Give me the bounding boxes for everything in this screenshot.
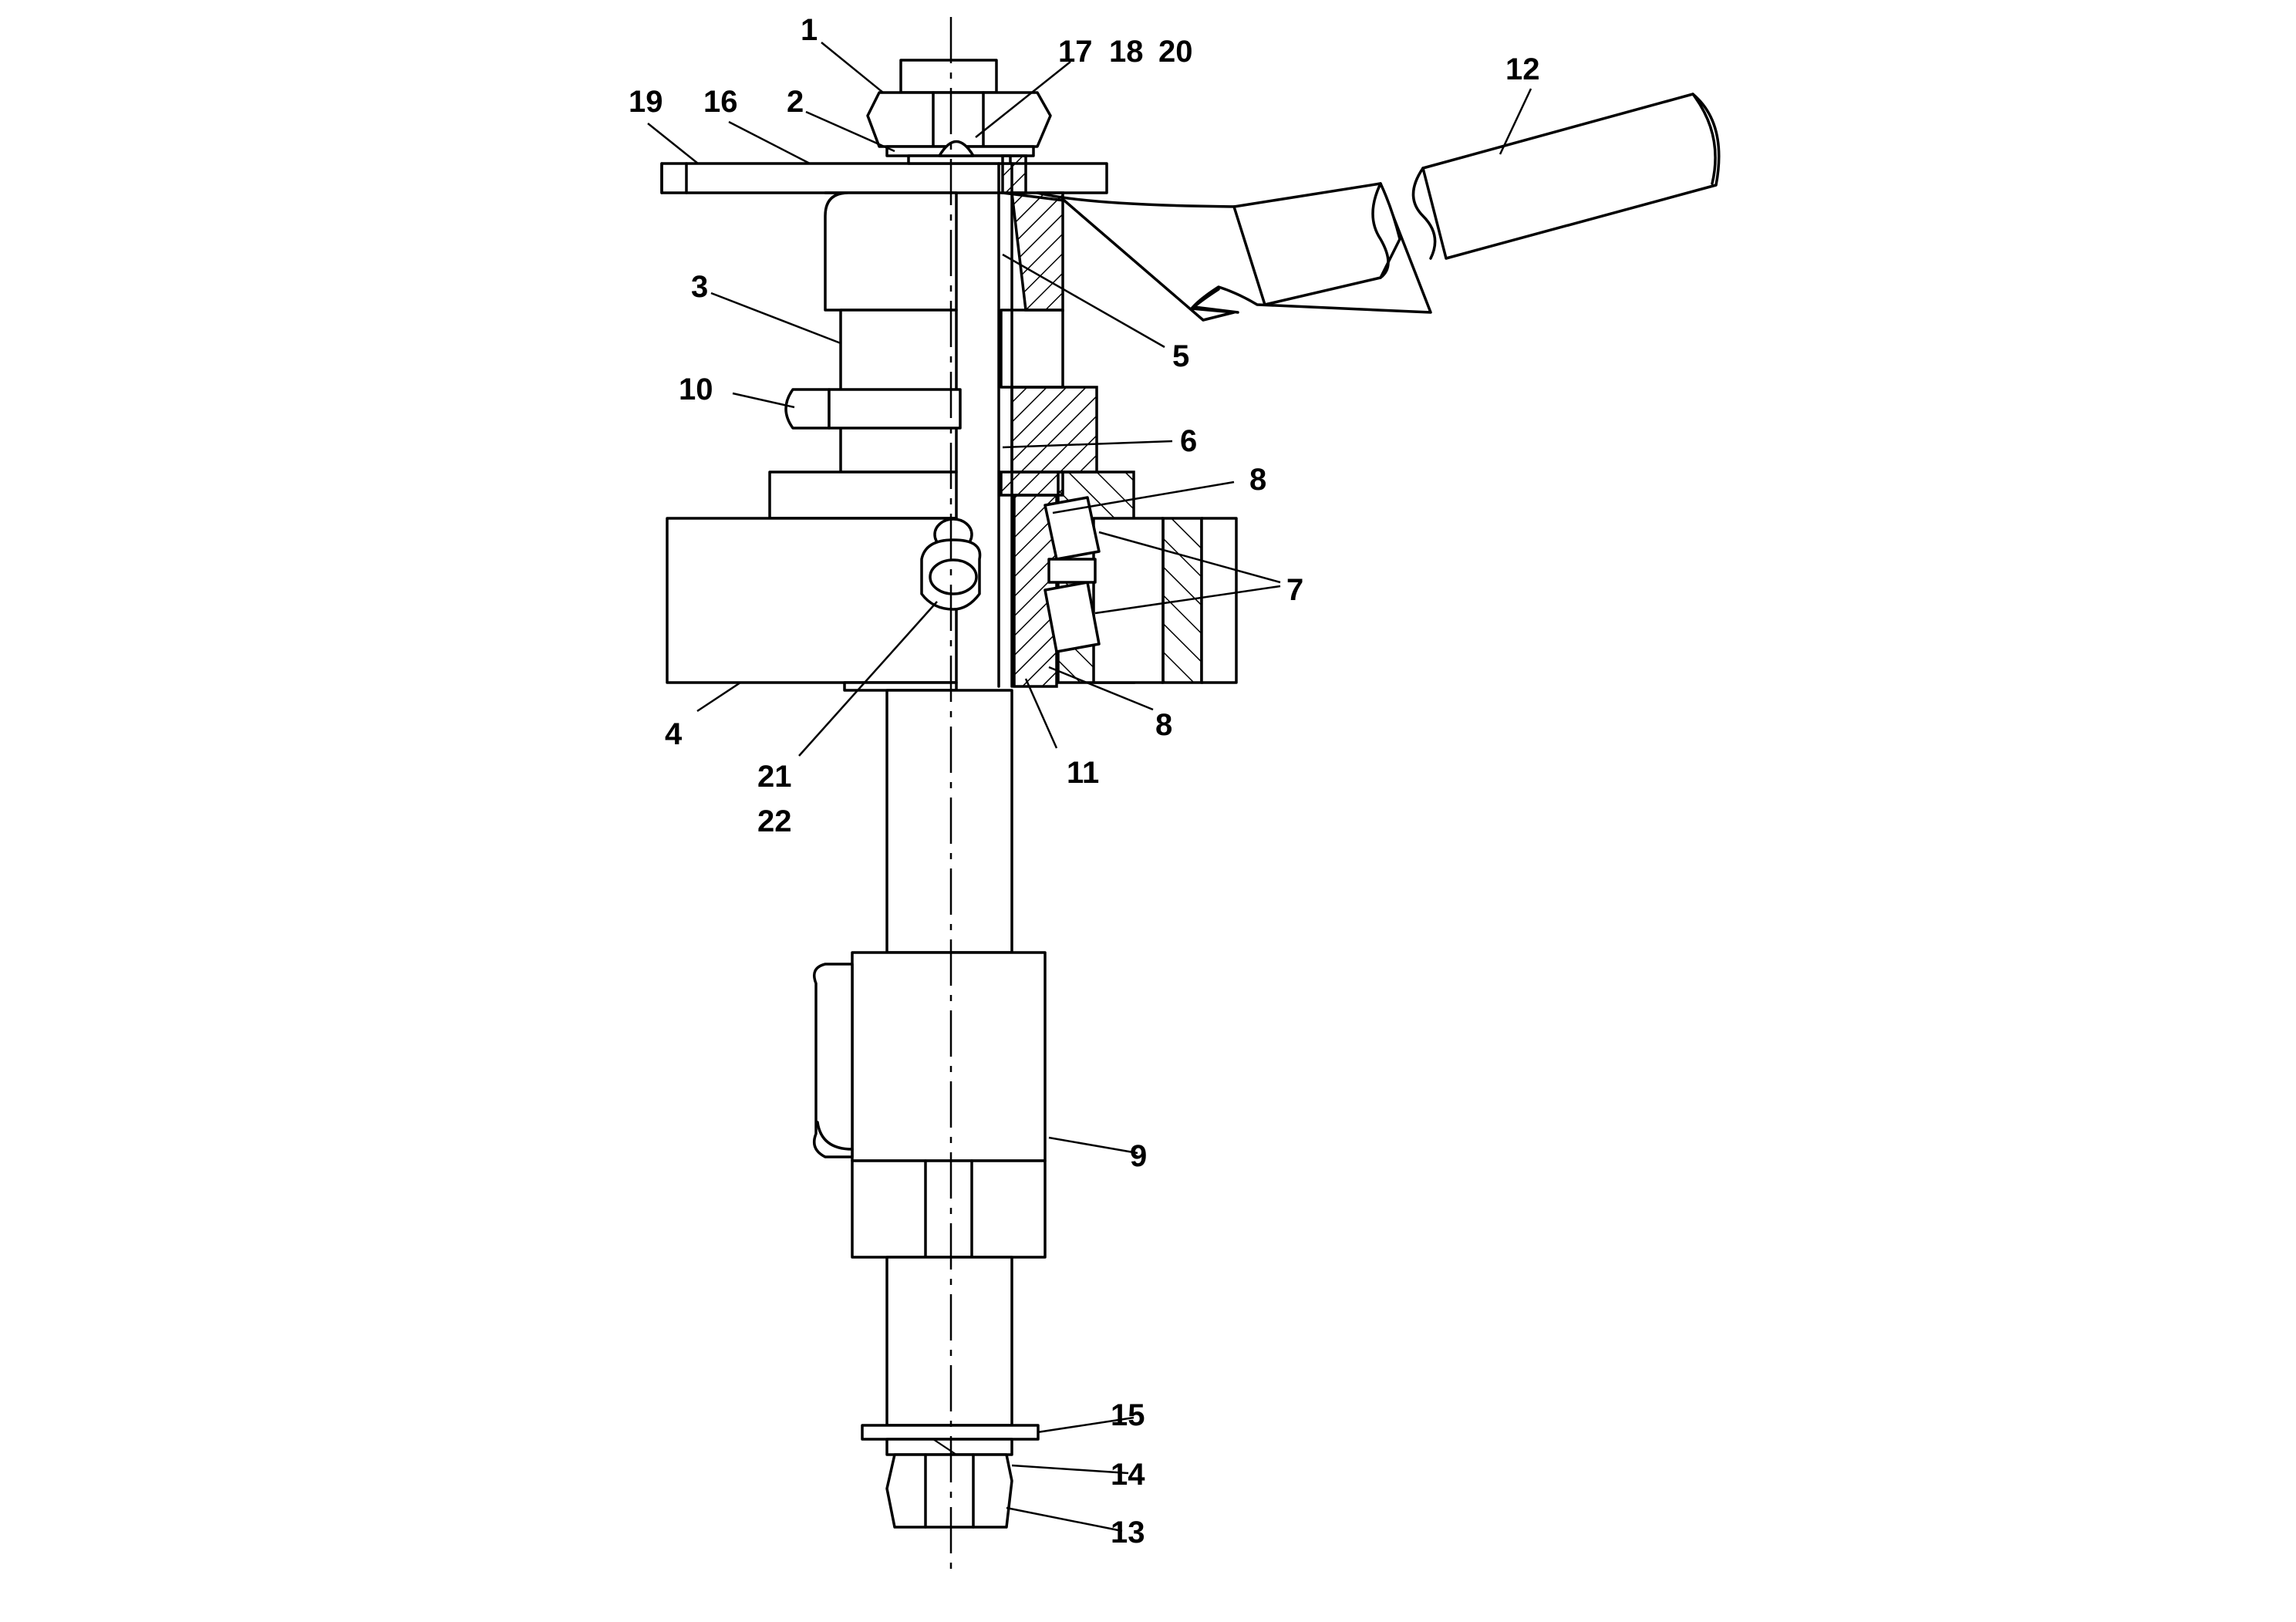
callout-8-bottom: 8 — [1155, 708, 1172, 742]
callout-1: 1 — [801, 13, 818, 47]
callout-10: 10 — [679, 373, 713, 406]
callout-6: 6 — [1180, 424, 1197, 458]
callout-2: 2 — [787, 85, 804, 119]
callout-8-top: 8 — [1249, 463, 1266, 497]
callout-13: 13 — [1111, 1516, 1145, 1549]
callout-21: 21 — [757, 760, 792, 794]
lower-shaft — [813, 689, 1047, 1529]
callout-19: 19 — [629, 85, 663, 119]
callout-5: 5 — [1172, 339, 1189, 373]
callout-16: 16 — [703, 85, 738, 119]
callout-12: 12 — [1505, 52, 1540, 86]
callout-9: 9 — [1130, 1139, 1147, 1173]
callout-20: 20 — [1158, 35, 1193, 69]
sectioned-half — [997, 154, 1238, 688]
callout-3: 3 — [691, 270, 708, 304]
callout-17: 17 — [1058, 35, 1093, 69]
callout-labels: 1 2 3 4 5 6 7 8 8 9 10 11 12 13 14 15 16… — [629, 13, 1540, 1549]
callout-7: 7 — [1286, 573, 1303, 607]
steering-arm — [660, 93, 1721, 322]
callout-22: 22 — [757, 804, 792, 838]
callout-14: 14 — [1111, 1458, 1145, 1492]
leader-lines — [647, 42, 1532, 1533]
top-nut-assembly — [866, 59, 1052, 165]
callout-11: 11 — [1067, 756, 1099, 790]
hub-body — [666, 191, 1064, 692]
callout-4: 4 — [665, 717, 683, 751]
callout-18: 18 — [1109, 35, 1144, 69]
callout-15: 15 — [1111, 1398, 1145, 1432]
